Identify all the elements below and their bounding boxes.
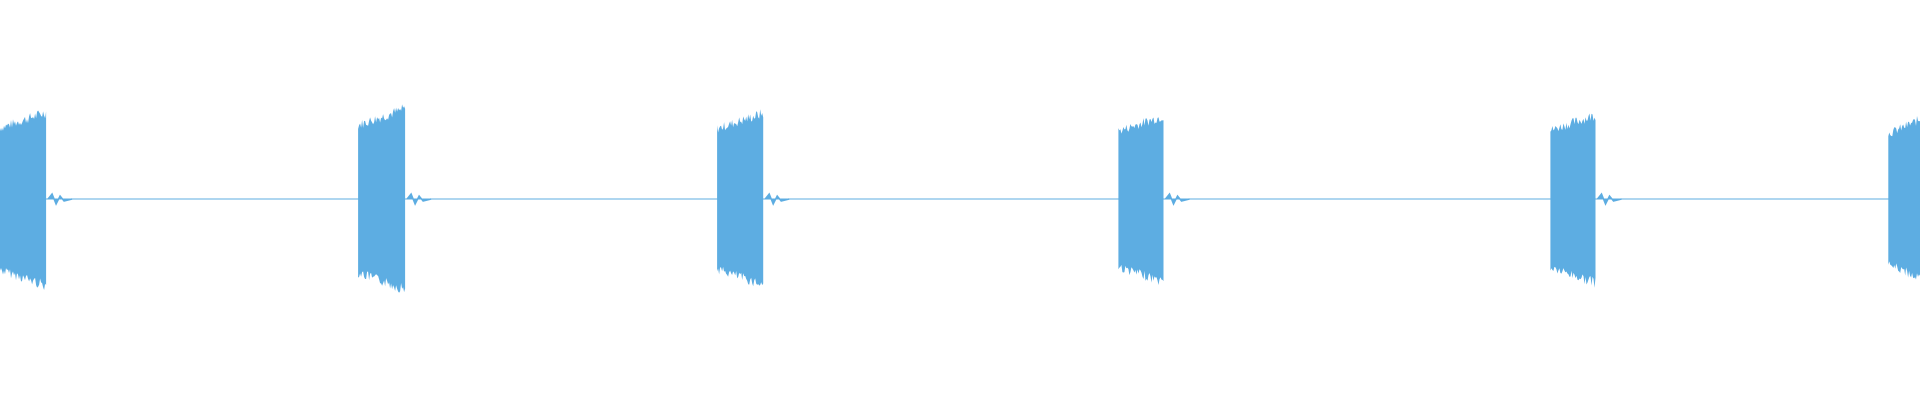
- bursts-group: [0, 104, 1920, 293]
- waveform-burst: [0, 110, 73, 290]
- burst-envelope: [1888, 116, 1920, 280]
- burst-tail: [1596, 192, 1622, 206]
- burst-envelope: [717, 109, 764, 287]
- burst-envelope: [1118, 117, 1164, 285]
- burst-envelope: [0, 110, 47, 290]
- waveform-burst: [1118, 117, 1190, 285]
- burst-tail: [47, 192, 73, 206]
- burst-tail: [764, 192, 790, 206]
- burst-tail: [1164, 192, 1190, 206]
- burst-tail: [406, 192, 432, 206]
- waveform-burst: [717, 109, 790, 287]
- waveform-burst: [358, 104, 432, 293]
- burst-envelope: [1550, 113, 1596, 288]
- burst-envelope: [358, 104, 406, 293]
- waveform-burst: [1550, 113, 1622, 288]
- waveform-burst: [1888, 116, 1920, 280]
